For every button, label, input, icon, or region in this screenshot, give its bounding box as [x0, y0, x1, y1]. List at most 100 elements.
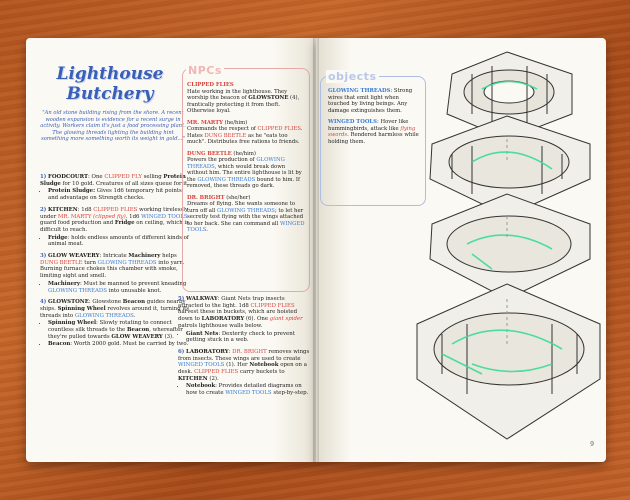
npc-ref: MR. MARTY [57, 213, 92, 220]
npc-name: CLIPPED FLIES [187, 82, 234, 88]
npc-ref: DUNG BEETLE [204, 132, 247, 139]
npc-text: bound to him. If removed, these threads … [187, 176, 300, 190]
list-item: Notebook: Provides detailed diagrams on … [186, 383, 310, 396]
npc-ref: DR. BRIGHT [232, 348, 267, 355]
room-kitchen: 2) KITCHEN: 1d8 CLIPPED FLIES working ti… [40, 207, 190, 248]
object-ref: flying swords [328, 125, 416, 139]
npc-text: Dreams of flying. She wants someone to t… [187, 201, 296, 214]
room-ref: LABORATORY [201, 316, 245, 323]
room-name: GLOWSTONE [48, 299, 89, 306]
text: guard food production and [40, 220, 115, 227]
npc-ref: CLIPPED FLIES [257, 126, 301, 132]
object-ref: WINGED TOOLS [141, 213, 188, 220]
npc-pronouns: (she/her) [224, 194, 251, 201]
item-name: Spinning Wheel [48, 320, 97, 327]
text: : 1d8 [77, 206, 94, 213]
text: removes wings from insects. These wings … [178, 348, 310, 362]
npc-ref: CLIPPED FLY [104, 174, 142, 180]
room-number: 4) [40, 299, 47, 306]
lighthouse-cutaway-illustration [416, 51, 601, 440]
npc-pronouns: (he/him) [222, 119, 248, 126]
text: into yarn. Burning furnace chokes this c… [40, 259, 185, 280]
right-page: objects GLOWING THREADS: Strong wires th… [316, 38, 606, 462]
object-ref: GLOWING THREADS [48, 287, 107, 294]
npc-pronouns: (he/him) [231, 150, 256, 157]
bullet-list: Protein Sludge: Gives 1d6 temporary hit … [40, 188, 190, 201]
text: : Intricate [99, 253, 129, 260]
room-number: 1) [40, 174, 47, 180]
object-text: . Rendered harmless while holding them. [328, 132, 419, 145]
npc-entry: DR. BRIGHT (she/her) Dreams of flying. S… [187, 195, 305, 234]
room-ref: GLOW WEAVERY [111, 333, 163, 340]
object-entry: WINGED TOOLS: Hover like hummingbirds, a… [328, 119, 420, 145]
item-name: Protein Sludge: [48, 188, 96, 195]
list-item: Fridge: holds endless amounts of differe… [48, 235, 190, 248]
item-text: : Must be manned to prevent kneading [80, 280, 187, 287]
text: revolves around it, turning its threads … [40, 305, 190, 319]
object-ref: WINGED TOOLS [178, 362, 225, 369]
room-name: FOODCOURT [48, 174, 89, 180]
object-ref: WINGED TOOLS [187, 220, 305, 234]
text: harvest these in buckets, which are hois… [178, 309, 298, 323]
text: (6). One [244, 316, 270, 323]
intro-quote: "An old stone building rising from the s… [40, 110, 186, 143]
list-item: Spinning Wheel: Slowly rotating to conne… [48, 320, 190, 340]
npcs-box [182, 68, 310, 292]
npc-ref: CLIPPED FLIES [250, 302, 295, 309]
text: working tirelessly under [40, 206, 189, 220]
npc-note: (clipped fly) [91, 213, 126, 220]
item-text: : Worth 2000 gold. Must be carried by tw… [70, 341, 189, 348]
list-item: Beacon: Worth 2000 gold. Must be carried… [48, 341, 190, 348]
npc-name: DUNG BEETLE [187, 150, 232, 157]
item-text: into unusable knot. [106, 287, 162, 294]
object-ref: GLOWING THREADS [97, 259, 157, 266]
object-ref: GLOWING THREADS [74, 312, 134, 319]
bullet-list: Giant Nets: Dexterity check to prevent g… [178, 331, 310, 344]
npc-text: (4), frantically protecting it from thef… [187, 95, 300, 114]
item-name: Machinery [48, 280, 81, 287]
text: open on a desk. [178, 362, 307, 376]
room-foodcourt: 1) FOODCOURT: One CLIPPED FLY selling Pr… [40, 174, 190, 202]
npc-ref: CLIPPED FLIES [194, 369, 239, 376]
npc-text: Powers the production of [187, 157, 257, 163]
text: turn [82, 259, 98, 266]
room-laboratory: 6) LABORATORY: DR. BRIGHT removes wings … [178, 349, 310, 397]
npc-entry: MR. MARTY (he/him) Commands the respect … [187, 120, 305, 146]
book-spine [313, 38, 319, 462]
npc-ref: giant spider [269, 316, 303, 323]
text: (1). Her [224, 362, 250, 369]
object-ref: GLOWING THREADS [187, 157, 285, 170]
bullet-list: Machinery: Must be manned to prevent kne… [40, 281, 190, 294]
npc-name: MR. MARTY [187, 119, 223, 126]
room-ref: KITCHEN [178, 375, 208, 382]
item-name: Beacon [48, 341, 71, 348]
npc-text: Commands the respect of [187, 126, 258, 132]
object-ref: WINGED TOOLS [225, 390, 272, 397]
item-name: Fridge [48, 234, 68, 241]
item-ref: Spinning Wheel [57, 305, 106, 312]
left-page: Lighthouse Butchery "An old stone buildi… [26, 38, 316, 462]
text: : One [88, 174, 105, 180]
text: . 1d6 [125, 213, 142, 220]
item-text: : Slowly rotating to connect countless s… [48, 320, 172, 334]
item-text: (3). [162, 333, 174, 340]
text: helps [160, 253, 177, 260]
page-number: 9 [590, 441, 594, 448]
npc-entry: DUNG BEETLE (he/him) Powers the producti… [187, 151, 305, 190]
objects-list: GLOWING THREADS: Strong wires that emit … [328, 88, 420, 145]
item-ref: Fridge [114, 220, 135, 227]
item-name: Giant Nets [186, 330, 219, 337]
text: (2). [207, 375, 219, 382]
room-list-column-2: 5) WALKWAY: Giant Nets trap insects attr… [178, 296, 310, 402]
room-name: GLOW WEAVERY [48, 253, 100, 260]
npc-ref: DUNG BEETLE [40, 259, 83, 266]
room-walkway: 5) WALKWAY: Giant Nets trap insects attr… [178, 296, 310, 344]
item-text: : holds endless amounts of different kin… [48, 234, 189, 248]
room-number: 2) [40, 206, 47, 213]
list-item: Machinery: Must be manned to prevent kne… [48, 281, 190, 294]
room-glowstone: 4) GLOWSTONE: Glowstone Beacon guides ne… [40, 299, 190, 348]
item-ref: Protein Sludge [40, 174, 186, 187]
npc-text: , which would break down without him. Th… [187, 163, 302, 183]
text: on ceiling, which is difficult to reach. [40, 220, 189, 233]
room-list-column-1: 1) FOODCOURT: One CLIPPED FLY selling Pr… [40, 174, 190, 353]
